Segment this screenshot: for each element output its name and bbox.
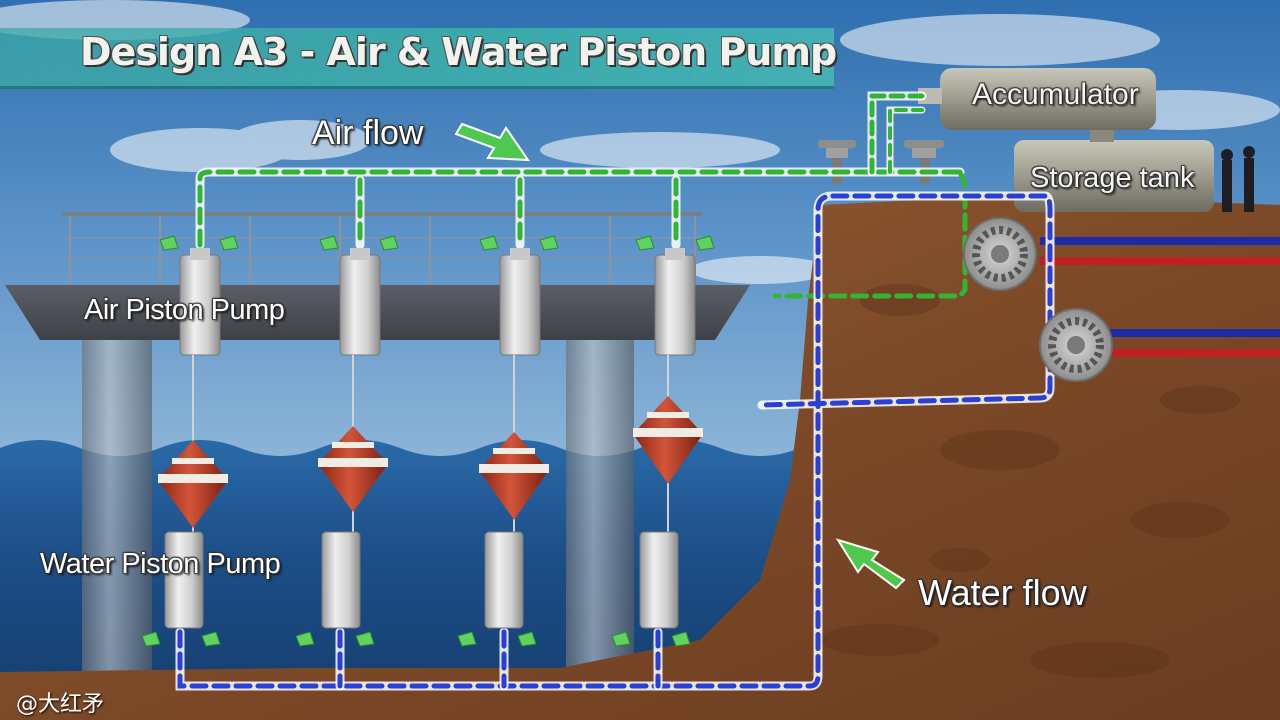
air-flow-label: Air flow: [312, 114, 424, 152]
air-piston-cylinder: [499, 248, 541, 356]
air-piston-cylinder: [654, 248, 696, 356]
water-flow-label: Water flow: [918, 572, 1087, 613]
air-intake-arrows: [159, 235, 715, 251]
wave-buoys: [158, 396, 703, 528]
buoy: [633, 396, 703, 484]
air-piston-cylinder: [179, 248, 221, 356]
turbine-icon: [1039, 308, 1113, 382]
valve-icon: [818, 140, 856, 184]
water-piston-pump-label: Water Piston Pump: [40, 548, 281, 580]
storage-tank-label: Storage tank: [1030, 162, 1195, 194]
air-flow-arrow-icon: [454, 122, 530, 162]
power-cables: [1040, 237, 1280, 357]
buoy: [318, 426, 388, 512]
air-piston-cylinders: [179, 248, 696, 356]
buoy: [479, 432, 549, 520]
air-piston-pump-label: Air Piston Pump: [84, 294, 285, 326]
earth-texture: [820, 284, 1240, 678]
earth-cliff: [0, 195, 1280, 720]
water-flow-line: [175, 191, 1055, 691]
water-intake-arrows: [141, 631, 691, 647]
air-flow-line: [195, 91, 968, 299]
accumulator-label: Accumulator: [972, 78, 1139, 111]
diagram-title: Design A3 - Air & Water Piston Pump: [80, 30, 837, 74]
water-flow-arrow-icon: [835, 538, 906, 590]
valve-icon: [904, 140, 944, 184]
buoy: [158, 440, 228, 528]
title-banner: [0, 28, 834, 89]
watermark: @大红矛: [16, 692, 105, 717]
air-piston-cylinder: [339, 248, 381, 356]
water-piston-cylinders: [164, 531, 679, 629]
pier-pillars: [82, 335, 634, 675]
people-silhouettes: [1221, 146, 1255, 212]
turbine-icon: [963, 217, 1037, 291]
storage-tank-body: [1014, 128, 1214, 212]
